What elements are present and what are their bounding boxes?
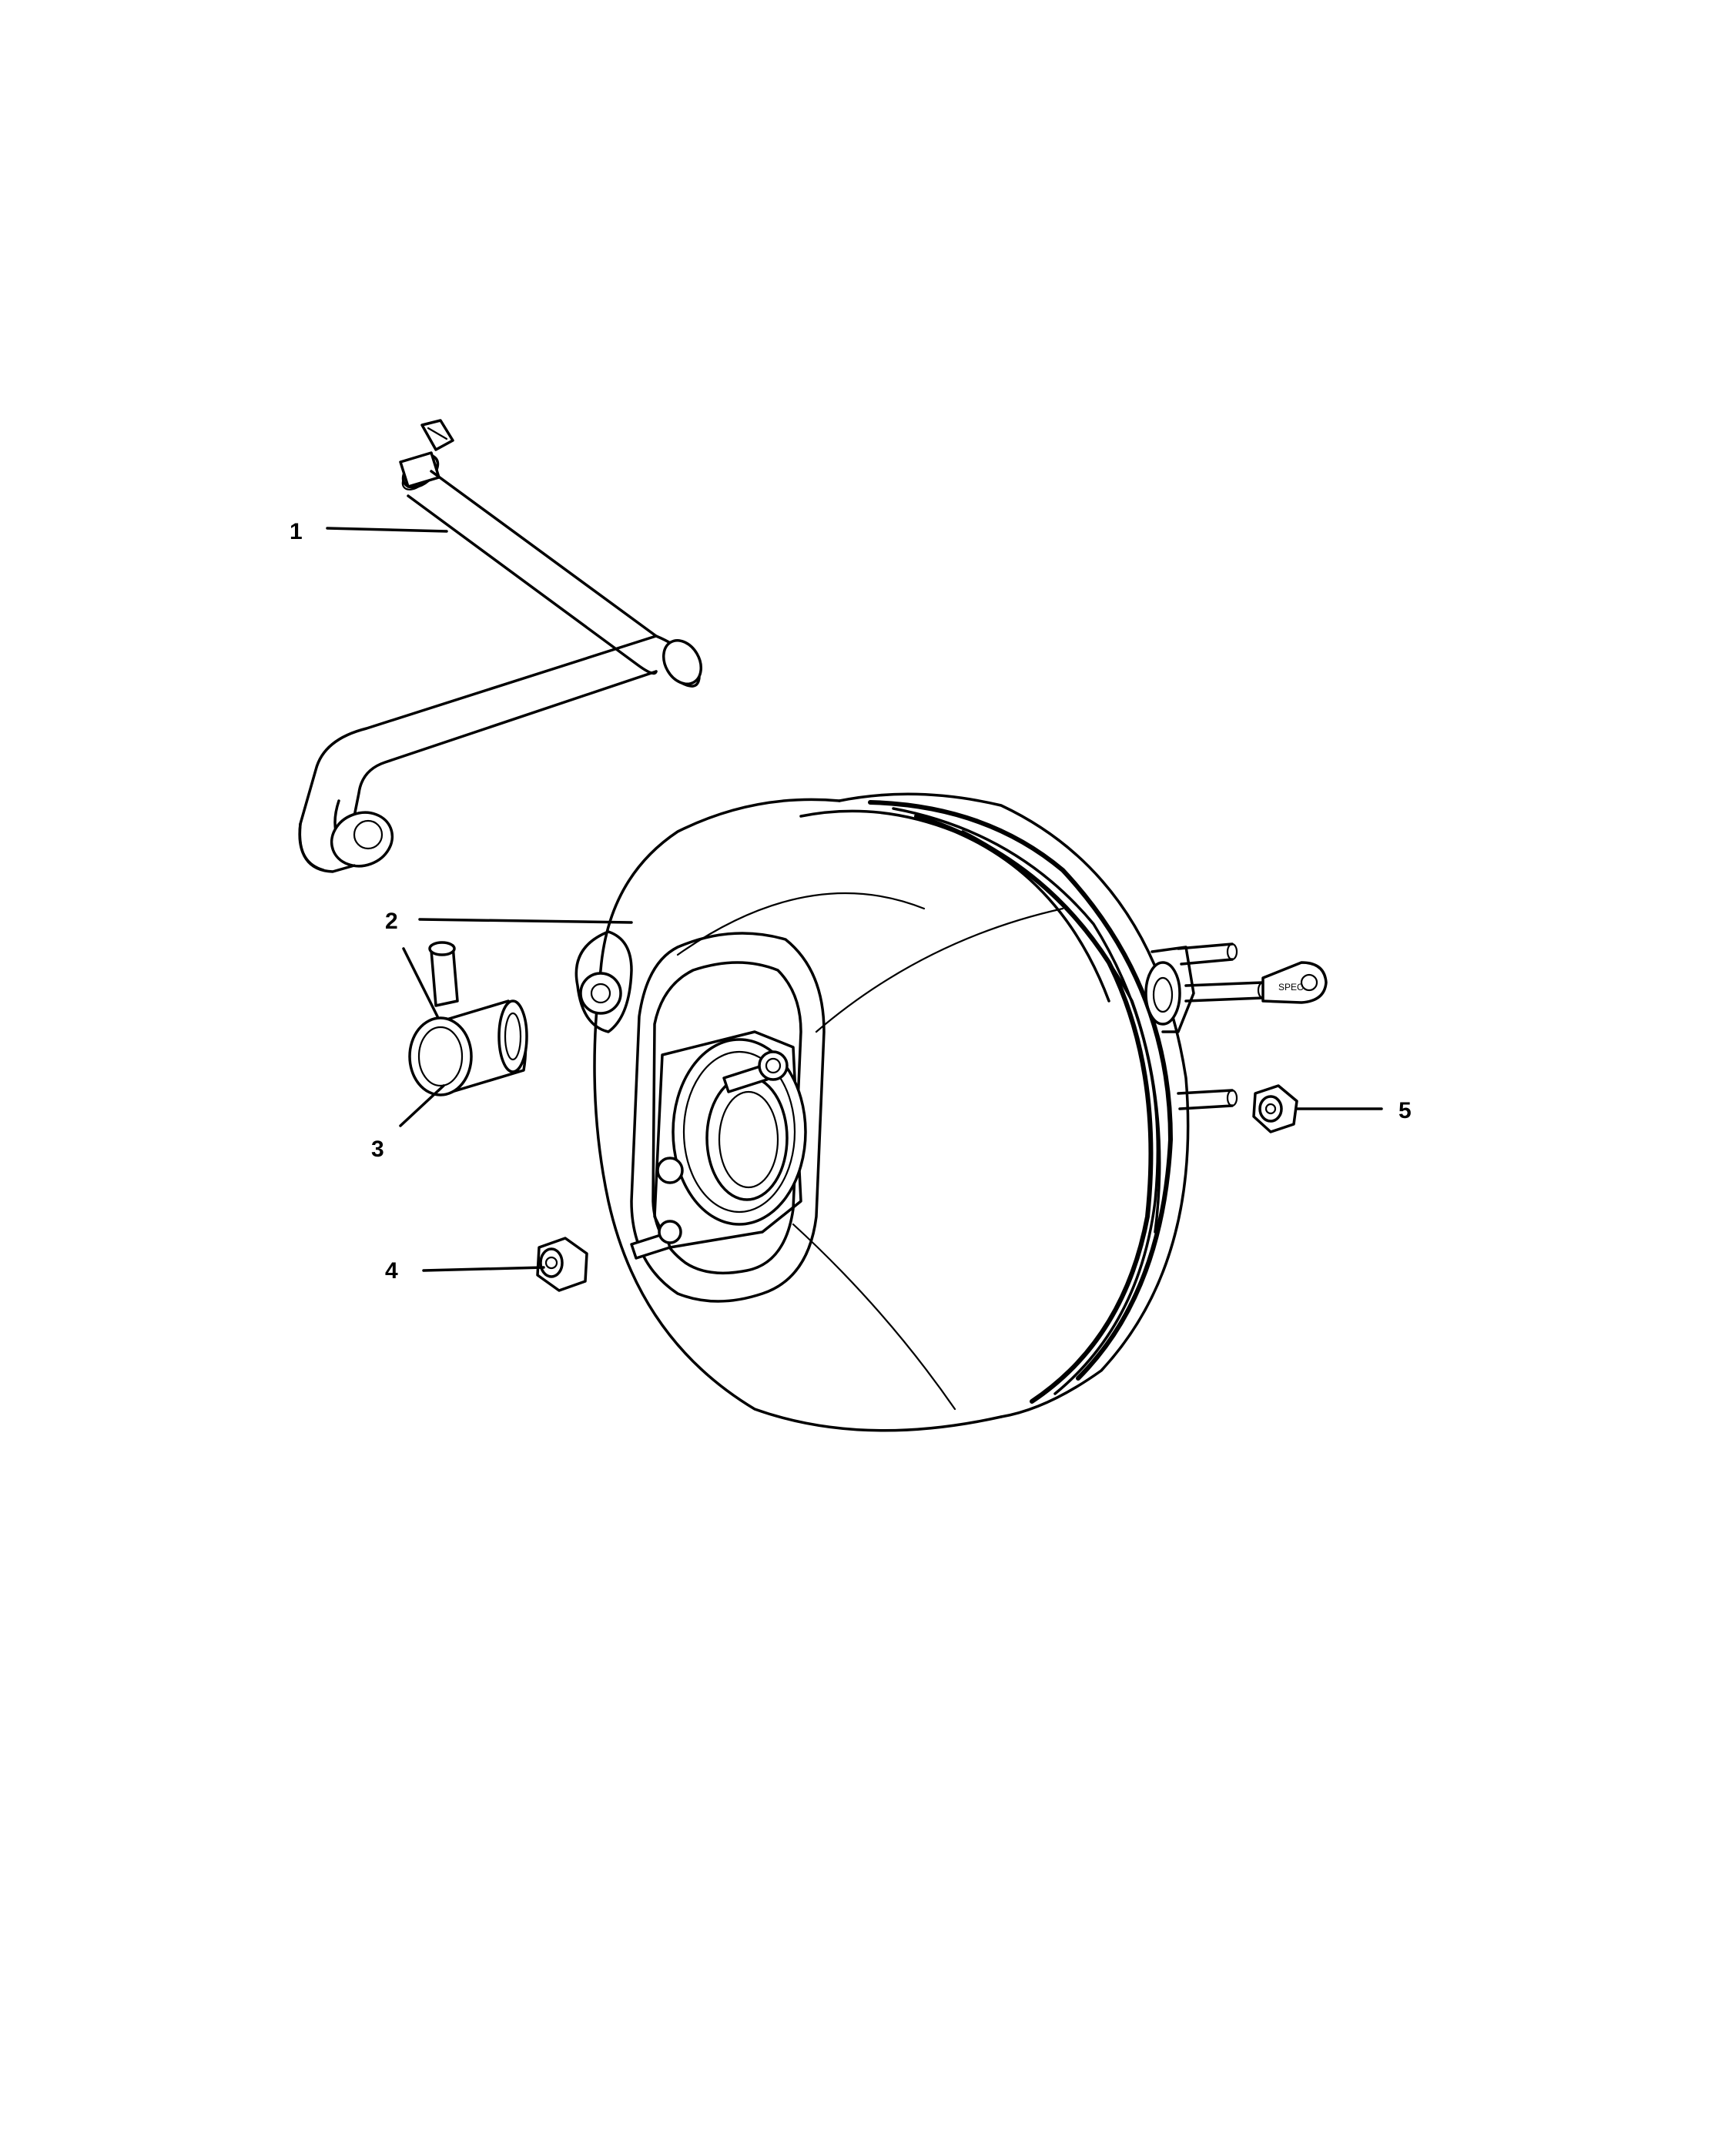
leader-line-4 <box>422 1266 545 1272</box>
callout-4: 4 <box>385 1258 398 1284</box>
leader-lines <box>326 527 1383 1272</box>
check-valve-grommet <box>408 941 528 1096</box>
callout-2: 2 <box>385 909 398 934</box>
callout-3: 3 <box>371 1137 384 1162</box>
mounting-nut-4 <box>536 1237 588 1292</box>
svg-text:SPEC: SPEC <box>1278 982 1304 993</box>
vacuum-hose <box>298 419 702 873</box>
stud-nut-5 <box>1252 1084 1298 1133</box>
brake-booster: SPEC <box>574 792 1328 1432</box>
leader-line-2b <box>402 947 439 1018</box>
leader-line-1 <box>326 527 448 533</box>
callout-numbers: 1 2 3 4 5 <box>290 519 1412 1284</box>
leader-line-3 <box>399 1084 445 1127</box>
leader-line-2 <box>418 918 633 924</box>
callout-5: 5 <box>1398 1098 1412 1123</box>
callout-1: 1 <box>290 519 303 544</box>
